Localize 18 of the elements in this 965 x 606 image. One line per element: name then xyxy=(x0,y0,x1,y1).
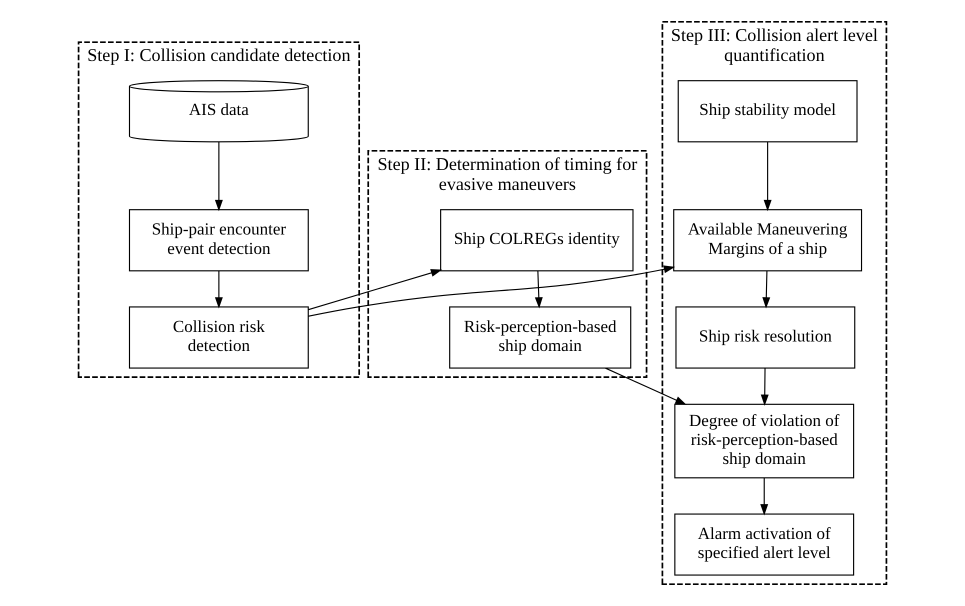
node-box: Alarm activation of specified alert level xyxy=(674,513,854,576)
node-box: Available Maneuvering Margins of a ship xyxy=(673,209,862,272)
arrow xyxy=(308,269,442,310)
arrow xyxy=(762,270,770,309)
arrow xyxy=(214,142,223,212)
node-box: Ship-pair encounter event detection xyxy=(128,209,309,272)
node-box: Risk-perception-based ship domain xyxy=(449,306,632,369)
node-box: Collision risk detection xyxy=(128,306,309,369)
arrow xyxy=(534,270,543,309)
arrow xyxy=(308,265,676,317)
node-box: Ship stability model xyxy=(678,80,858,142)
arrow xyxy=(214,270,223,309)
node-box: Degree of violation of risk-perception-based ship domain xyxy=(674,404,854,478)
arrow xyxy=(764,142,772,212)
node-box: Ship COLREGs identity xyxy=(440,209,634,272)
node-box: Ship risk resolution xyxy=(675,306,856,369)
arrow xyxy=(760,368,769,406)
arrow xyxy=(760,478,768,516)
